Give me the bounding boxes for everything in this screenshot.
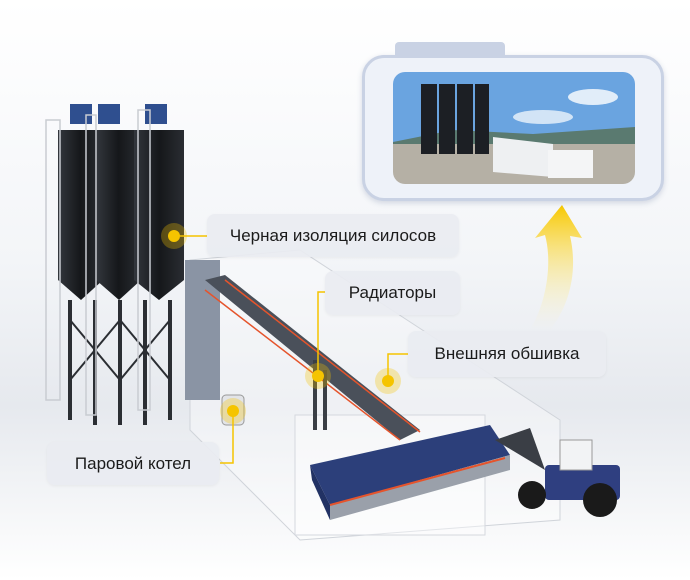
aggregate-bins	[310, 425, 510, 520]
outer-cladding-label: Внешняя обшивка	[408, 331, 606, 377]
steam-boiler-label: Паровой котел	[47, 442, 219, 485]
plant-photo-frame	[362, 42, 664, 201]
connector-lines	[180, 235, 408, 464]
radiators-label: Радиаторы	[325, 271, 460, 315]
radiators-marker[interactable]	[312, 370, 324, 382]
wheel-loader	[495, 428, 620, 517]
silos	[45, 104, 184, 425]
steam-boiler-marker[interactable]	[227, 405, 239, 417]
silo-insulation-marker[interactable]	[168, 230, 180, 242]
silo-insulation-label: Черная изоляция силосов	[207, 214, 459, 257]
arrow-icon	[530, 205, 582, 330]
plant-photo	[393, 72, 635, 184]
frame-tab	[395, 42, 505, 56]
outer-cladding-marker[interactable]	[382, 375, 394, 387]
